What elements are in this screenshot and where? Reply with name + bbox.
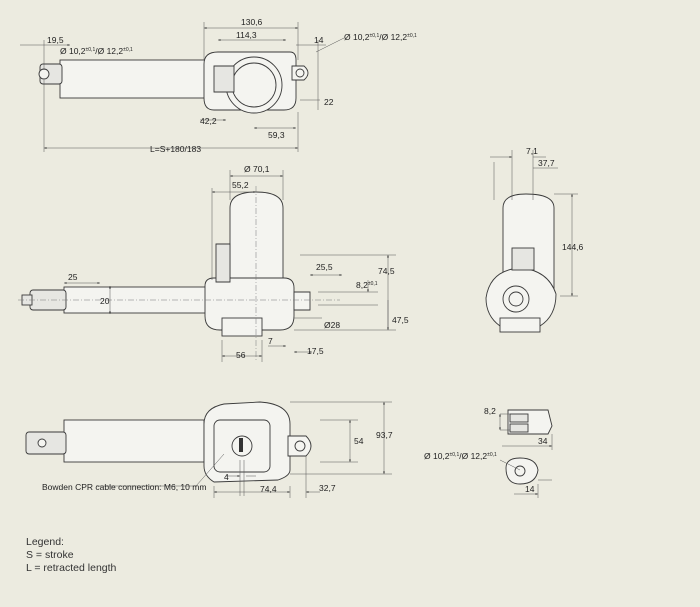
middle-view-actuator bbox=[18, 186, 340, 360]
dim-hole-detail: Ø 10,2±0,1/Ø 12,2±0,1 bbox=[424, 451, 497, 461]
bottom-view-dimension-lines bbox=[96, 401, 392, 498]
dim-7: 7 bbox=[268, 336, 273, 346]
dim-93-7: 93,7 bbox=[376, 430, 393, 440]
dim-hole-top-right: Ø 10,2±0,1/Ø 12,2±0,1 bbox=[344, 32, 417, 42]
legend-title: Legend: bbox=[26, 536, 64, 548]
dim-4: 4 bbox=[224, 472, 229, 482]
dim-34: 34 bbox=[538, 436, 548, 446]
dim-25: 25 bbox=[68, 272, 78, 282]
dim-130-6: 130,6 bbox=[241, 17, 263, 27]
dim-32-7: 32,7 bbox=[319, 483, 336, 493]
middle-view-dimension-lines bbox=[64, 170, 396, 362]
dim-114-3: 114,3 bbox=[236, 30, 257, 40]
dim-diameter-70-1: Ø 70,1 bbox=[244, 164, 270, 174]
top-view-dimension-lines bbox=[20, 22, 345, 152]
bottom-view-actuator bbox=[25, 401, 312, 483]
dim-144-6: 144,6 bbox=[562, 242, 584, 252]
dim-56: 56 bbox=[236, 350, 246, 360]
dim-19-5: 19,5 bbox=[47, 35, 64, 45]
dim-14-top: 14 bbox=[314, 35, 324, 45]
dim-25-5: 25,5 bbox=[316, 262, 333, 272]
bowden-note: Bowden CPR cable connection: M6, 10 mm bbox=[42, 482, 206, 492]
top-view-actuator bbox=[38, 51, 309, 114]
dim-22: 22 bbox=[324, 97, 334, 107]
dim-retracted-length: L=S+180/183 bbox=[150, 144, 201, 154]
dim-47-5: 47,5 bbox=[392, 315, 409, 325]
dim-8-2-middle: 8,2±0,1 bbox=[356, 280, 378, 290]
dim-diameter-28: Ø28 bbox=[324, 320, 340, 330]
dim-8-2-detail: 8,2 bbox=[484, 406, 496, 416]
dim-7-1: 7,1 bbox=[526, 146, 538, 156]
detail-view-connector bbox=[505, 409, 553, 485]
dim-74-4: 74,4 bbox=[260, 484, 277, 494]
side-view-dimension-lines bbox=[490, 150, 578, 297]
dim-17-5: 17,5 bbox=[307, 346, 324, 356]
dim-59-3: 59,3 bbox=[268, 130, 285, 140]
detail-view-dimension-lines bbox=[499, 413, 553, 498]
legend-length: L = retracted length bbox=[26, 562, 117, 574]
legend-stroke: S = stroke bbox=[26, 549, 74, 561]
dim-hole-top-left: Ø 10,2±0,1/Ø 12,2±0,1 bbox=[60, 46, 133, 56]
side-view-actuator bbox=[485, 193, 557, 333]
dim-74-5: 74,5 bbox=[378, 266, 395, 276]
dim-54: 54 bbox=[354, 436, 364, 446]
dim-42-2: 42,2 bbox=[200, 116, 217, 126]
dim-14-detail: 14 bbox=[525, 484, 535, 494]
dim-37-7: 37,7 bbox=[538, 158, 555, 168]
dim-55-2: 55,2 bbox=[232, 180, 249, 190]
dim-20: 20 bbox=[100, 296, 110, 306]
